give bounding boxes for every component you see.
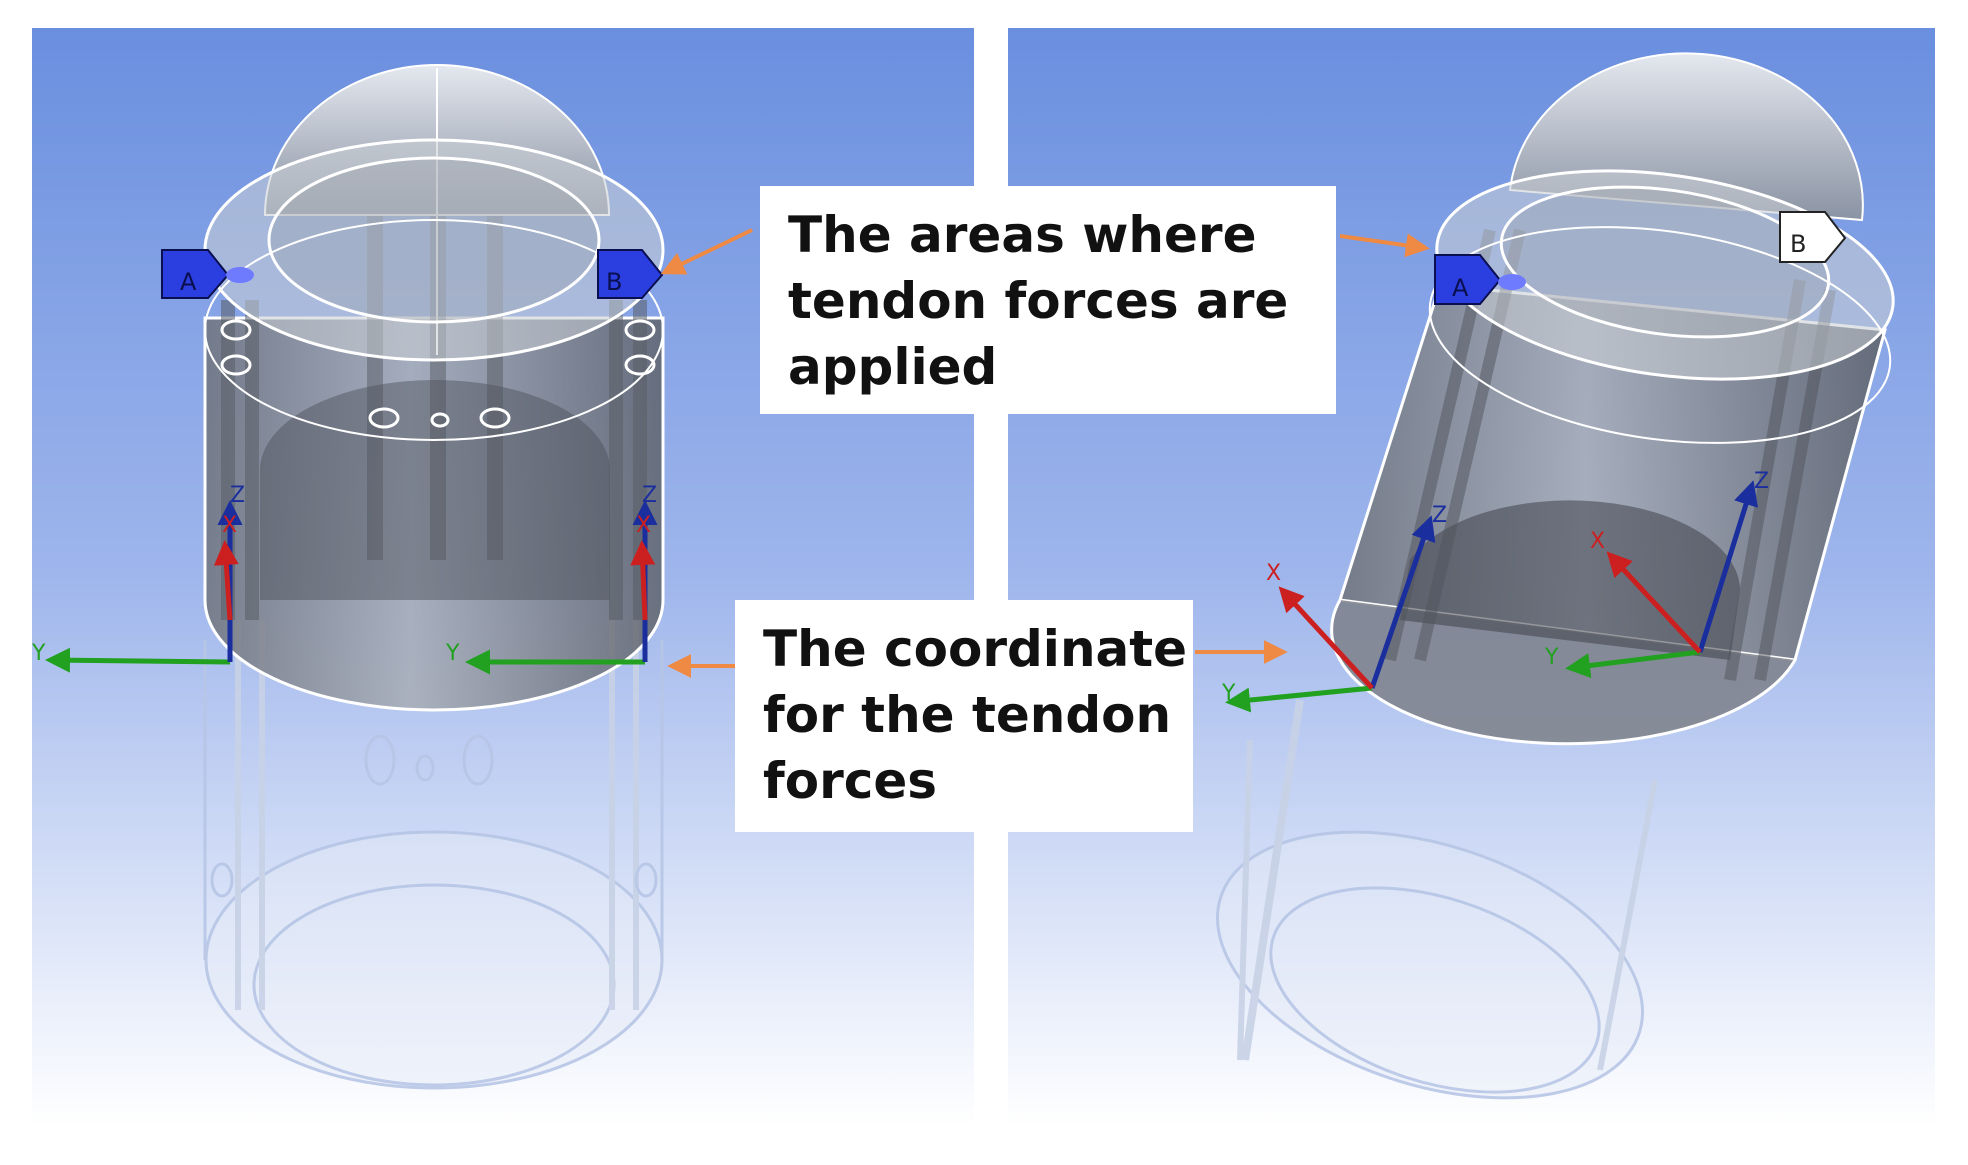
left-label-b-text: B xyxy=(606,268,622,296)
left-axis-z-label-2: Z xyxy=(642,483,657,508)
callout-top-line-3: applied xyxy=(788,338,998,396)
left-axis-y-label-1: Y xyxy=(31,641,46,666)
right-axis-y-label-1: Y xyxy=(1221,681,1236,706)
left-lower-ghost-segment xyxy=(203,620,664,1090)
right-coordinate-system-2: Y Z X xyxy=(1544,469,1769,678)
pointer-arrow-to-left-b xyxy=(660,228,753,275)
right-axis-z-label-1: Z xyxy=(1432,503,1447,528)
right-coordinate-system-1: Y Z X xyxy=(1221,503,1447,713)
right-axis-y-label-2: Y xyxy=(1544,645,1559,670)
left-label-a: A xyxy=(161,249,254,299)
right-panel: A B Y Z X Y Z X xyxy=(1008,28,1935,1126)
left-axis-y-label-2: Y xyxy=(445,641,460,666)
left-axis-z-label-1: Z xyxy=(230,483,245,508)
left-cylinder-body xyxy=(203,170,665,712)
callout-tendon-force-areas: The areas where tendon forces are applie… xyxy=(760,186,1336,414)
left-label-a-text: A xyxy=(180,268,197,296)
left-axis-x-label-1: X xyxy=(222,513,237,538)
callout-top-line-2: tendon forces are xyxy=(788,272,1289,330)
right-label-a-text: A xyxy=(1452,274,1469,302)
pointer-arrow-to-right-a xyxy=(1339,233,1430,258)
right-axis-x-label-2: X xyxy=(1590,529,1605,554)
left-coordinate-system-2: Y Z X xyxy=(445,483,658,675)
callout-bottom-line-1: The coordinate xyxy=(763,620,1188,678)
pointer-arrows xyxy=(660,228,1430,678)
callout-bottom-line-2: for the tendon xyxy=(763,686,1172,744)
right-label-b: B xyxy=(1779,211,1847,263)
callout-top-line-1: The areas where xyxy=(788,206,1257,264)
right-axis-z-label-2: Z xyxy=(1754,469,1769,494)
right-lower-ghost-segment xyxy=(1216,699,1658,1100)
callout-bottom-line-3: forces xyxy=(763,752,938,810)
right-label-b-text: B xyxy=(1790,230,1806,258)
left-label-b: B xyxy=(597,249,664,299)
left-axis-x-label-2: X xyxy=(636,513,651,538)
left-coordinate-system-1: Y Z X xyxy=(31,483,245,673)
right-axis-x-label-1: X xyxy=(1266,561,1281,586)
right-label-a: A xyxy=(1434,254,1526,305)
left-top-flange xyxy=(203,138,665,441)
callout-tendon-force-coordinate: The coordinate for the tendon forces xyxy=(735,600,1193,832)
